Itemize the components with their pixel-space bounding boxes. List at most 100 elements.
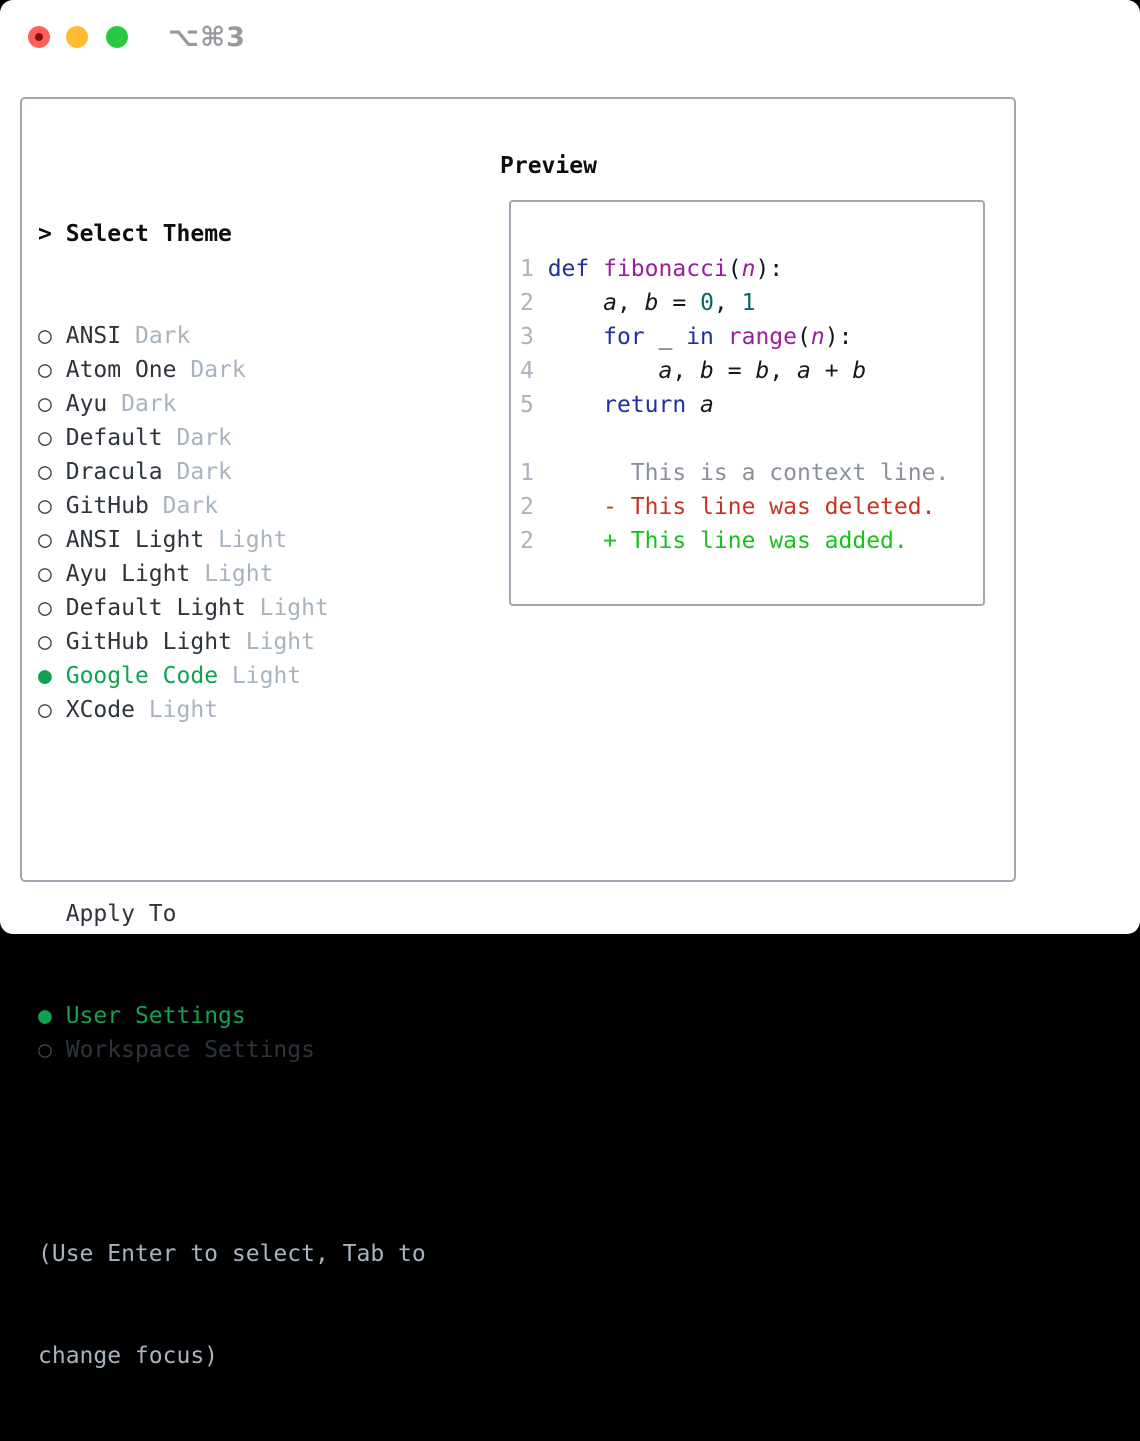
code-line: 2 + This line was added. bbox=[520, 524, 949, 558]
theme-variant: Light bbox=[218, 527, 288, 553]
gap bbox=[190, 561, 204, 587]
theme-selector-panel: > Select Theme ○ ANSI Dark○ Atom One Dar… bbox=[38, 149, 426, 1441]
theme-option[interactable]: ○ Ayu Light Light bbox=[38, 557, 426, 591]
code-token: n bbox=[741, 256, 756, 282]
code-token: = bbox=[658, 290, 701, 316]
theme-variant: Light bbox=[148, 697, 219, 723]
gap bbox=[218, 663, 232, 689]
close-button[interactable] bbox=[28, 26, 50, 48]
gap bbox=[52, 391, 66, 417]
gap bbox=[52, 425, 66, 451]
code-token: a bbox=[658, 358, 673, 384]
minimize-button[interactable] bbox=[66, 26, 88, 48]
help-text-line: (Use Enter to select, Tab to bbox=[38, 1241, 426, 1267]
code-line: 2 - This line was deleted. bbox=[520, 490, 949, 524]
code-token: b bbox=[852, 358, 867, 384]
code-token: 2 bbox=[520, 494, 534, 520]
code-token: 1 bbox=[520, 460, 534, 486]
gap bbox=[52, 357, 66, 383]
theme-name: ANSI Light bbox=[65, 527, 205, 553]
radio-icon: ○ bbox=[38, 493, 52, 519]
code-token: 1 bbox=[520, 256, 548, 282]
code-token: 4 bbox=[520, 358, 548, 384]
theme-option[interactable]: ○ Dracula Dark bbox=[38, 455, 426, 489]
code-token bbox=[548, 290, 603, 316]
theme-name: Ayu bbox=[65, 391, 108, 417]
code-token bbox=[686, 392, 700, 418]
apply-to-list: ● User Settings○ Workspace Settings bbox=[38, 999, 426, 1067]
theme-list: ○ ANSI Dark○ Atom One Dark○ Ayu Dark○ De… bbox=[38, 319, 426, 727]
theme-option[interactable]: ○ GitHub Dark bbox=[38, 489, 426, 523]
zoom-button[interactable] bbox=[106, 26, 128, 48]
spacer bbox=[38, 1135, 426, 1169]
preview-title: Preview bbox=[500, 153, 597, 179]
code-token: a bbox=[797, 358, 811, 384]
code-token: = bbox=[713, 358, 756, 384]
gap bbox=[163, 459, 177, 485]
cursor-icon: > bbox=[38, 221, 52, 247]
radio-icon: ○ bbox=[38, 595, 52, 621]
theme-name: GitHub bbox=[65, 493, 149, 519]
radio-icon: ○ bbox=[38, 697, 52, 723]
apply-to-label: User Settings bbox=[65, 1003, 246, 1029]
code-token: in bbox=[686, 324, 714, 350]
gap bbox=[204, 527, 218, 553]
theme-name: Atom One bbox=[65, 357, 177, 383]
theme-option[interactable]: ○ Default Light Light bbox=[38, 591, 426, 625]
theme-option[interactable]: ○ ANSI Dark bbox=[38, 319, 426, 353]
code-token: b bbox=[644, 290, 659, 316]
spacer bbox=[38, 795, 426, 829]
code-token: a bbox=[603, 290, 617, 316]
window-title: ⌥⌘3 bbox=[168, 22, 246, 53]
theme-option[interactable]: ○ Default Dark bbox=[38, 421, 426, 455]
radio-icon: ○ bbox=[38, 629, 52, 655]
radio-icon: ○ bbox=[38, 561, 52, 587]
code-token: 0 bbox=[700, 290, 714, 316]
apply-to-option[interactable]: ○ Workspace Settings bbox=[38, 1033, 426, 1067]
code-token: ( bbox=[727, 256, 742, 282]
code-token: _ bbox=[644, 324, 687, 350]
theme-option[interactable]: ● Google Code Light bbox=[38, 659, 426, 693]
apply-to-header: Apply To bbox=[65, 901, 177, 927]
code-token bbox=[534, 494, 603, 520]
gap bbox=[246, 595, 260, 621]
theme-variant: Dark bbox=[162, 493, 219, 519]
theme-variant: Dark bbox=[121, 391, 177, 417]
radio-icon: ○ bbox=[38, 527, 52, 553]
code-line: 4 a, b = b, a + b bbox=[520, 354, 949, 388]
theme-option[interactable]: ○ Atom One Dark bbox=[38, 353, 426, 387]
code-token: 2 bbox=[520, 528, 534, 554]
code-token: 5 bbox=[520, 392, 548, 418]
radio-icon: ○ bbox=[38, 1037, 52, 1063]
code-token: + This line was added. bbox=[603, 528, 908, 554]
help-text-line: change focus) bbox=[38, 1343, 219, 1369]
radio-icon: ○ bbox=[38, 425, 52, 451]
code-line: 3 for _ in range(n): bbox=[520, 320, 949, 354]
code-token: + bbox=[810, 358, 853, 384]
code-token: fibonacci bbox=[603, 256, 728, 282]
theme-name: GitHub Light bbox=[65, 629, 232, 655]
gap bbox=[163, 425, 177, 451]
code-token: 2 bbox=[520, 290, 548, 316]
apply-to-option[interactable]: ● User Settings bbox=[38, 999, 426, 1033]
code-line: 2 a, b = 0, 1 bbox=[520, 286, 949, 320]
gap bbox=[107, 391, 121, 417]
theme-variant: Light bbox=[245, 629, 315, 655]
theme-variant: Dark bbox=[134, 323, 191, 349]
theme-option[interactable]: ○ ANSI Light Light bbox=[38, 523, 426, 557]
theme-option[interactable]: ○ XCode Light bbox=[38, 693, 426, 727]
theme-name: Default bbox=[65, 425, 163, 451]
code-token bbox=[589, 256, 603, 282]
code-token: b bbox=[755, 358, 770, 384]
gap bbox=[52, 459, 66, 485]
theme-variant: Light bbox=[204, 561, 274, 587]
code-token bbox=[548, 392, 603, 418]
gap bbox=[52, 323, 66, 349]
gap bbox=[52, 561, 66, 587]
theme-name: Dracula bbox=[65, 459, 163, 485]
theme-option[interactable]: ○ Ayu Dark bbox=[38, 387, 426, 421]
theme-option[interactable]: ○ GitHub Light Light bbox=[38, 625, 426, 659]
gap bbox=[52, 1003, 66, 1029]
app-window: ⌥⌘3 > Select Theme ○ ANSI Dark○ Atom One… bbox=[0, 0, 1140, 1369]
